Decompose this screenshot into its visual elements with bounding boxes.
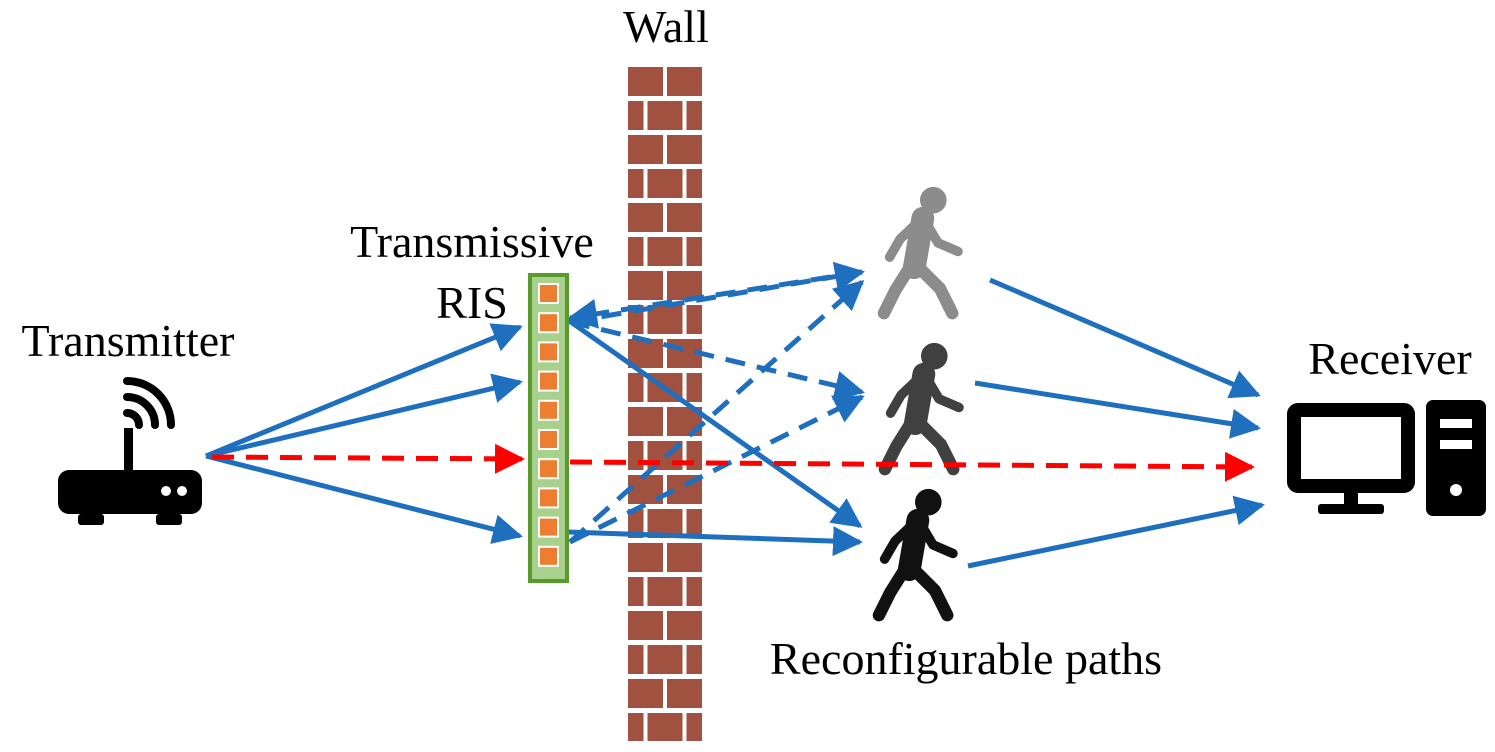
- reconfigurable-paths-label: Reconfigurable paths: [770, 633, 1162, 684]
- tx-to-ris-path: [205, 323, 523, 459]
- wall-brick: [628, 271, 663, 300]
- ris-element: [538, 312, 559, 334]
- wall-brick: [647, 237, 683, 266]
- ris-element: [538, 458, 559, 480]
- wall-brick: [686, 101, 702, 130]
- walking-person-icon: [878, 342, 964, 476]
- ris-label-line2: RIS: [436, 277, 508, 328]
- wall: [626, 65, 704, 744]
- wall-brick: [628, 611, 663, 640]
- wall-brick: [628, 577, 644, 606]
- ris-element: [538, 429, 559, 450]
- wall-brick: [628, 203, 663, 232]
- wall-brick: [628, 441, 644, 470]
- ris-element: [538, 399, 559, 421]
- wall-brick: [628, 543, 663, 572]
- wall-brick: [647, 305, 683, 334]
- wall-brick: [628, 679, 663, 708]
- ris-label-line1: Transmissive: [350, 216, 594, 267]
- wall-brick: [628, 169, 644, 198]
- ris-element: [538, 370, 559, 392]
- wall-brick: [686, 713, 702, 741]
- ris-to-person-path: [566, 317, 863, 529]
- dashed-paths: [567, 261, 865, 545]
- wifi-router-icon: [58, 377, 202, 525]
- ris-element: [538, 516, 559, 538]
- ris-panel: [528, 273, 569, 583]
- wall-brick: [686, 373, 702, 402]
- wall-brick: [667, 135, 702, 164]
- wall-brick: [667, 203, 702, 232]
- tx-to-ris-direct-path: [211, 443, 525, 474]
- ris-to-person-dashed-path: [568, 394, 865, 545]
- wall-brick: [647, 577, 683, 606]
- tx-to-ris-path: [205, 453, 523, 544]
- walking-person-icon: [872, 488, 958, 622]
- ris-to-person-dashed-path: [569, 261, 865, 325]
- wall-brick: [667, 611, 702, 640]
- person-to-rx-path: [967, 495, 1265, 569]
- ris-to-person-dashed-path: [569, 319, 865, 401]
- wall-brick: [667, 543, 702, 572]
- wall-brick: [647, 713, 683, 741]
- tx-to-ris-path: [205, 373, 523, 459]
- wall-brick: [628, 237, 644, 266]
- wall-brick: [686, 169, 702, 198]
- wall-brick: [628, 339, 663, 368]
- wall-brick: [667, 271, 702, 300]
- person-to-rx-path: [989, 277, 1261, 399]
- wall-brick: [628, 135, 663, 164]
- wall-brick: [628, 67, 663, 96]
- receiver-label: Receiver: [1308, 333, 1471, 384]
- direct-path: [211, 443, 1255, 482]
- ris-element: [538, 341, 559, 363]
- ris-to-person-dashed-path: [568, 280, 865, 544]
- signal-paths: [205, 277, 1265, 569]
- ris-to-rx-direct-path: [569, 451, 1255, 482]
- wall-brick: [686, 509, 702, 538]
- wall-brick: [628, 509, 644, 538]
- transmitter-label: Transmitter: [22, 315, 235, 366]
- desktop-computer-icon: [1287, 400, 1486, 516]
- wall-brick: [686, 441, 702, 470]
- wall-brick: [647, 645, 683, 674]
- person-to-rx-path: [974, 380, 1261, 439]
- wall-brick: [667, 67, 702, 96]
- wall-brick: [686, 237, 702, 266]
- wall-brick: [686, 645, 702, 674]
- wall-brick: [686, 305, 702, 334]
- wall-label: Wall: [623, 1, 709, 52]
- wall-brick: [628, 645, 644, 674]
- wall-brick: [628, 373, 644, 402]
- ris-to-person-path: [567, 526, 863, 557]
- wall-brick: [667, 679, 702, 708]
- wall-brick: [628, 407, 663, 436]
- wall-brick: [628, 713, 644, 741]
- wall-brick: [628, 101, 644, 130]
- ris-element: [538, 283, 559, 304]
- walking-person-icon: [877, 186, 963, 320]
- ris-element: [538, 487, 559, 509]
- ris-element: [538, 545, 559, 567]
- person-to-ris-dashed-path: [567, 269, 863, 329]
- wall-brick: [647, 101, 683, 130]
- wall-brick: [647, 169, 683, 198]
- wall-brick: [686, 577, 702, 606]
